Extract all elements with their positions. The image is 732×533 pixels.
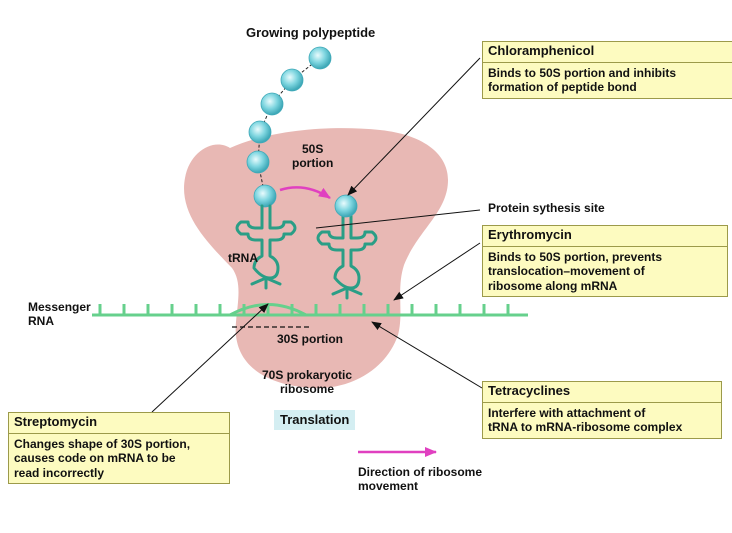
tetracyclines-title: Tetracyclines <box>483 382 721 403</box>
streptomycin-title: Streptomycin <box>9 413 229 434</box>
streptomycin-box: Streptomycin Changes shape of 30S portio… <box>8 412 230 484</box>
portion-50s-line2: portion <box>292 156 334 170</box>
ribosome-label: 70S prokaryotic ribosome <box>262 368 352 396</box>
streptomycin-body: Changes shape of 30S portion, causes cod… <box>9 434 229 484</box>
erythromycin-line1: Binds to 50S portion, prevents <box>488 249 663 264</box>
protein-synthesis-site-label: Protein sythesis site <box>488 201 605 215</box>
erythromycin-line2: translocation–movement of <box>488 264 645 278</box>
erythromycin-body: Binds to 50S portion, prevents transloca… <box>483 247 727 297</box>
messenger-rna-line1: Messenger <box>28 300 91 314</box>
portion-30s-label: 30S portion <box>277 332 344 346</box>
peptide-transfer-arrow <box>279 186 331 200</box>
tetracyclines-body: Interfere with attachment of tRNA to mRN… <box>483 403 721 438</box>
tetracyclines-box: Tetracyclines Interfere with attachment … <box>482 381 722 439</box>
direction-legend-label: Direction of ribosome movement <box>358 465 482 493</box>
amino-acid-bead <box>334 194 358 218</box>
tetracyclines-line2: tRNA to mRNA-ribosome complex <box>488 420 683 434</box>
polypeptide-chain <box>257 57 321 197</box>
chloramphenicol-box: Chloramphenicol Binds to 50S portion and… <box>482 41 732 99</box>
direction-line2: movement <box>358 479 419 493</box>
mrna-strand <box>92 303 528 317</box>
portion-50s-label: 50S portion <box>292 142 333 170</box>
portion-50s-line1: 50S <box>301 142 324 156</box>
tetracyclines-line1: Interfere with attachment of <box>488 405 646 420</box>
messenger-rna-line2: RNA <box>28 314 54 328</box>
streptomycin-line3: read incorrectly <box>14 465 105 480</box>
translation-label: Translation <box>274 410 356 430</box>
pointer-lines <box>151 57 483 413</box>
polypeptide-beads <box>246 46 332 208</box>
erythromycin-box: Erythromycin Binds to 50S portion, preve… <box>482 225 728 297</box>
trna-label: tRNA <box>228 251 258 265</box>
erythromycin-title: Erythromycin <box>483 226 727 247</box>
chloramphenicol-title: Chloramphenicol <box>483 42 732 63</box>
direction-line1: Direction of ribosome <box>358 465 483 479</box>
erythromycin-line3: ribosome along mRNA <box>488 278 618 293</box>
streptomycin-line1: Changes shape of 30S portion, <box>14 436 191 451</box>
chloramphenicol-body: Binds to 50S portion and inhibits format… <box>483 63 732 98</box>
chloramphenicol-line1: Binds to 50S portion and inhibits <box>488 65 676 80</box>
ribosome-line2: ribosome <box>280 382 335 396</box>
messenger-rna-label: Messenger RNA <box>28 300 91 328</box>
ribosome-body <box>184 128 448 389</box>
growing-polypeptide-label: Growing polypeptide <box>246 25 376 40</box>
chloramphenicol-line2: formation of peptide bond <box>488 80 637 94</box>
ribosome-line1: 70S prokaryotic <box>262 368 353 382</box>
streptomycin-line2: causes code on mRNA to be <box>14 451 176 465</box>
